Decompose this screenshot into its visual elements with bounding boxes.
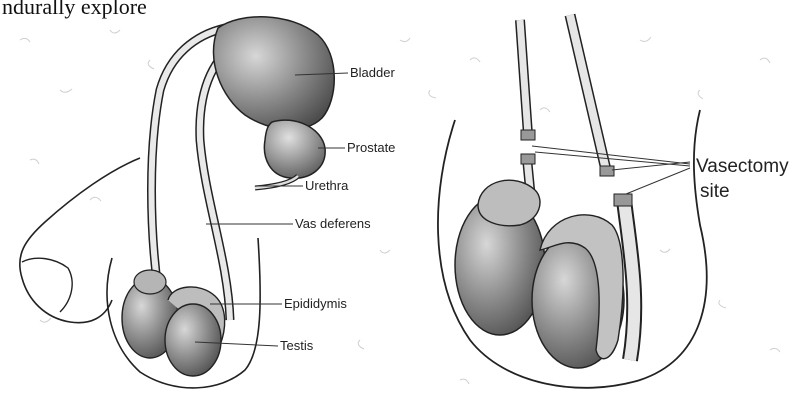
label-vasectomy-line2: site <box>700 181 730 202</box>
penis-outline <box>20 158 140 323</box>
label-epididymis: Epididymis <box>284 296 347 311</box>
label-vasectomy-line1: Vasectomy <box>696 156 789 177</box>
testis-front <box>165 304 221 376</box>
label-urethra: Urethra <box>305 178 349 193</box>
prostate <box>264 120 325 178</box>
glans-outline <box>22 258 72 312</box>
bladder <box>213 17 334 130</box>
partial-header-text: ndurally explore <box>2 0 147 20</box>
label-bladder: Bladder <box>350 65 395 80</box>
left-figure: Bladder Prostate Urethra Vas deferens Ep… <box>20 17 396 388</box>
epididymis-right-fig-left <box>478 180 540 225</box>
cut-end-upper-right <box>600 166 614 176</box>
cut-end-lower-right <box>614 194 632 206</box>
cut-end-upper-left <box>521 130 535 140</box>
right-figure: Vasectomy site <box>438 15 789 388</box>
cut-end-lower-left <box>521 154 535 164</box>
label-vas-deferens: Vas deferens <box>295 216 371 231</box>
label-testis: Testis <box>280 338 314 353</box>
label-prostate: Prostate <box>347 140 395 155</box>
